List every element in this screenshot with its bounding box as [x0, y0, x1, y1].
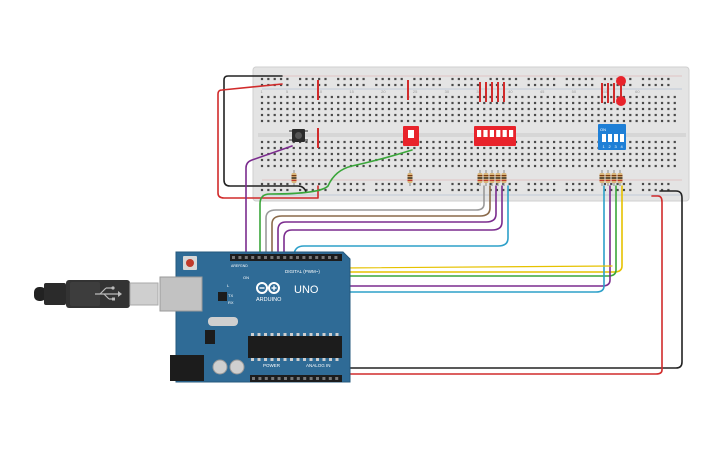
column-number: 55 [603, 89, 608, 94]
wire-purple-dip-2 [283, 185, 503, 253]
column-number: 25 [413, 89, 418, 94]
resistor[interactable] [407, 170, 413, 186]
tx-label: TX [228, 293, 233, 298]
dip-switch-red[interactable] [474, 126, 516, 146]
wire-purple-blue [325, 185, 611, 287]
column-number: 45 [540, 89, 545, 94]
wire-yellow-blue-2 [315, 261, 613, 269]
atmega-chip-pins [251, 333, 339, 361]
wire-gray-dip [265, 185, 485, 253]
arduino-logo-icon [256, 282, 280, 294]
gnd-label: GND [240, 264, 248, 268]
reset-button[interactable] [183, 256, 197, 270]
led-icon[interactable] [616, 76, 626, 106]
wires[interactable] [217, 75, 683, 379]
column-number: 60 [635, 89, 640, 94]
wire-cyan-blue [331, 185, 605, 293]
column-number: 1 [261, 89, 264, 94]
usb-cable-icon[interactable] [34, 280, 159, 308]
resistor[interactable] [477, 170, 483, 186]
on-label: ON [243, 275, 249, 280]
resistor[interactable] [291, 170, 297, 186]
column-number: 20 [381, 89, 386, 94]
wire-black-right [297, 190, 683, 369]
arduino-model: UNO [294, 284, 319, 296]
resistor[interactable] [617, 170, 623, 186]
arduino-uno-board[interactable]: ARDUINO UNO DIGITAL (PWM~) TX RX L POWER… [159, 251, 351, 383]
wire-purple-dip [277, 185, 497, 253]
wire-red-left [217, 83, 319, 199]
resistor[interactable] [501, 170, 507, 186]
column-number: 40 [508, 89, 513, 94]
wire-purple-button [245, 145, 293, 253]
power-label: POWER [263, 363, 281, 368]
analog-label: ANALOG IN [306, 363, 331, 368]
resistor[interactable] [611, 170, 617, 186]
resistor[interactable] [605, 170, 611, 186]
wire-red-right [293, 195, 663, 379]
resistors[interactable] [291, 170, 623, 186]
push-button-icon[interactable] [289, 129, 308, 142]
dip-on-label: ON [600, 127, 606, 132]
dip-switch-blue[interactable]: ON 1 2 3 4 [598, 124, 626, 150]
jumpers-red-group[interactable] [479, 82, 505, 102]
column-number: 30 [445, 89, 450, 94]
digital-label: DIGITAL (PWM~) [285, 269, 320, 274]
dip-num-1: 1 [603, 144, 606, 149]
breadboard-holes [260, 77, 676, 192]
resistor[interactable] [599, 170, 605, 186]
wire-brown-dip [271, 185, 491, 253]
resistor[interactable] [483, 170, 489, 186]
resistor[interactable] [489, 170, 495, 186]
rx-label: RX [228, 300, 234, 305]
wire-black-left [223, 75, 307, 193]
column-number: 15 [349, 89, 354, 94]
slide-switch[interactable] [403, 126, 419, 146]
column-number: 50 [572, 89, 577, 94]
resistor[interactable] [495, 170, 501, 186]
wire-green-switch [259, 149, 413, 253]
dip-num-4: 4 [621, 144, 624, 149]
digital-header-pins[interactable] [232, 256, 338, 259]
arduino-brand: ARDUINO [256, 297, 282, 303]
column-number: 10 [318, 89, 323, 94]
wire-green-blue [321, 185, 617, 277]
aref-label: AREF [231, 264, 240, 268]
dip-num-3: 3 [615, 144, 618, 149]
dip-num-2: 2 [609, 144, 612, 149]
power-header-pins[interactable] [252, 377, 339, 380]
l-label: L [227, 283, 230, 288]
column-number: 5 [286, 89, 289, 94]
